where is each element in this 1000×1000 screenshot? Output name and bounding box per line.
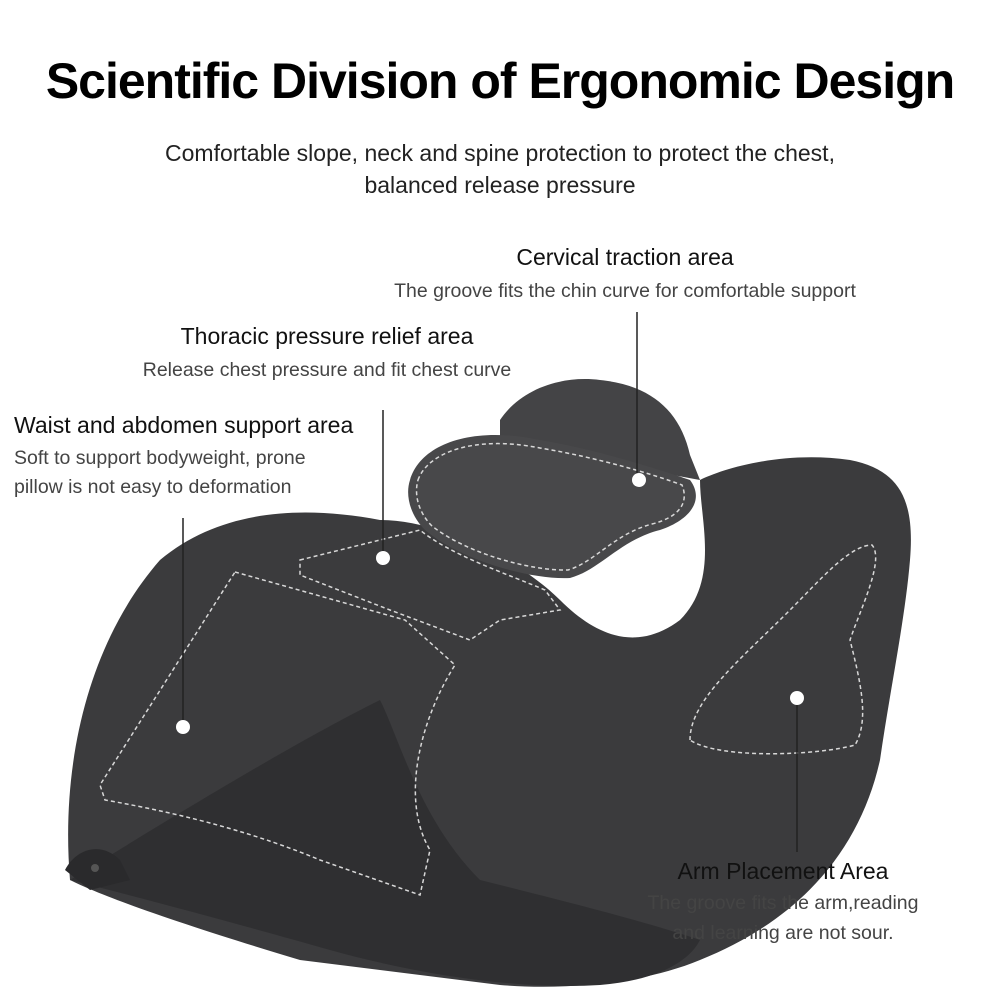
stitch-arm-area [689,544,877,755]
marker-dot-thoracic [376,551,390,565]
cervical-heading: Cervical traction area [516,244,734,270]
marker-dot-cervical [632,473,646,487]
waist-heading: Waist and abdomen support area [14,412,354,438]
stitch-thoracic-area [299,529,562,641]
cervical-description: The groove fits the chin curve for comfo… [394,280,856,302]
marker-dot-waist [176,720,190,734]
page-title: Scientific Division of Ergonomic Design [45,53,955,109]
arm-description-line-2: and learning are not sour. [672,922,894,944]
arm-heading: Arm Placement Area [677,858,889,884]
thoracic-description: Release chest pressure and fit chest cur… [142,359,512,381]
waist-description-line-1: Soft to support bodyweight, prone [14,447,306,469]
marker-dot-arm [790,691,804,705]
waist-description-line-2: pillow is not easy to deformation [14,476,292,498]
pillow-front-face [70,700,700,986]
subtitle-line-2: balanced release pressure [364,172,636,198]
subtitle-line-1: Comfortable slope, neck and spine protec… [165,140,835,166]
arm-description-line-1: The groove fits the arm,reading [647,892,919,914]
thoracic-heading: Thoracic pressure relief area [180,323,474,349]
stitch-waist-area [99,571,456,896]
headrest-cushion [408,434,696,579]
pillow-back-ridge [500,379,700,480]
